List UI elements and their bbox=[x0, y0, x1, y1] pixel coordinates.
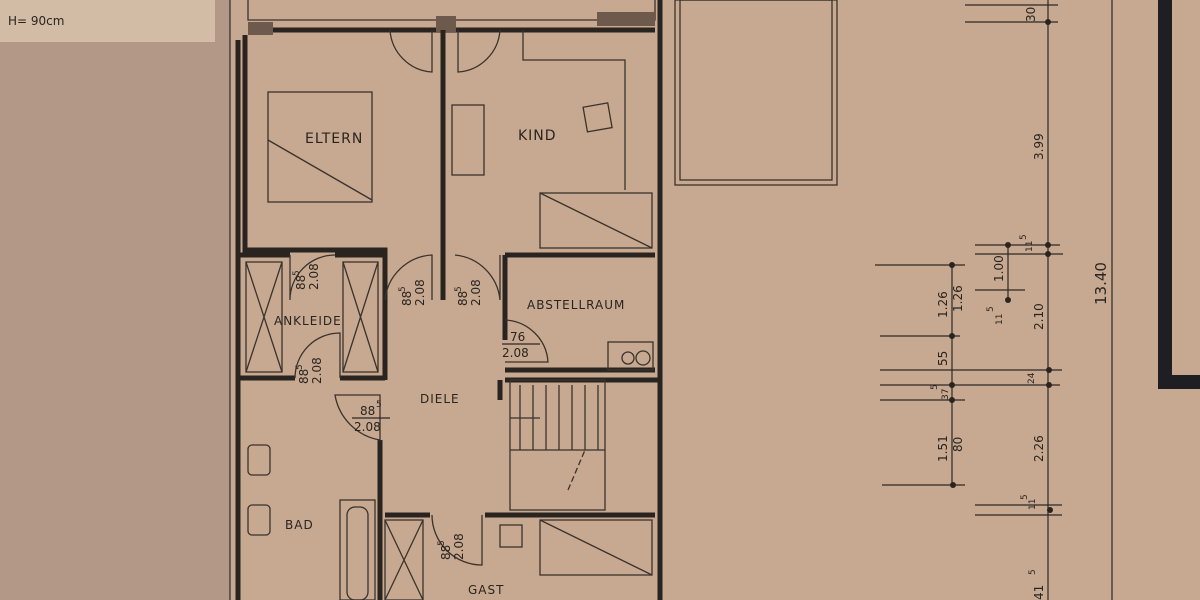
balcony bbox=[674, 0, 838, 186]
svg-text:2.08: 2.08 bbox=[310, 357, 324, 384]
svg-text:88: 88 bbox=[400, 291, 414, 306]
guest-bed bbox=[539, 519, 653, 576]
furniture bbox=[245, 30, 654, 600]
dimension-lines bbox=[875, 0, 1113, 600]
svg-text:30: 30 bbox=[1024, 7, 1038, 22]
svg-text:5: 5 bbox=[292, 270, 302, 276]
svg-text:2.08: 2.08 bbox=[452, 533, 466, 560]
room-label-kind: KIND bbox=[518, 128, 557, 144]
svg-text:2.08: 2.08 bbox=[413, 279, 427, 306]
svg-text:5: 5 bbox=[454, 286, 464, 292]
door-dim-3: 885 2.08 bbox=[454, 279, 483, 306]
svg-text:2.08: 2.08 bbox=[307, 263, 321, 290]
window-left bbox=[248, 22, 273, 35]
svg-text:2.08: 2.08 bbox=[502, 346, 529, 360]
bed bbox=[267, 91, 373, 203]
height-note: H= 90cm bbox=[8, 14, 64, 28]
dimension-labels: 30 3.99 11 5 2.10 24 2.26 11 5 41 5 1.00… bbox=[930, 7, 1110, 600]
svg-text:88: 88 bbox=[439, 545, 453, 560]
room-label-abstellraum: ABSTELLRAUM bbox=[527, 298, 625, 312]
total-dimension: 13.40 bbox=[1092, 262, 1110, 305]
svg-text:1.51: 1.51 bbox=[936, 435, 950, 462]
svg-text:37: 37 bbox=[941, 389, 951, 400]
frame-border bbox=[1158, 0, 1200, 389]
staircase bbox=[509, 379, 606, 511]
door-dim-7: 885 2.08 bbox=[437, 533, 466, 560]
window-mid bbox=[436, 16, 456, 32]
shower bbox=[384, 519, 424, 600]
svg-text:88: 88 bbox=[360, 404, 375, 418]
room-label-bad: BAD bbox=[285, 518, 314, 532]
door-dim-4: 885 2.08 bbox=[295, 357, 324, 384]
svg-text:1.00: 1.00 bbox=[992, 255, 1006, 282]
svg-text:41: 41 bbox=[1032, 585, 1046, 600]
svg-text:5: 5 bbox=[986, 306, 996, 312]
room-label-diele: DIELE bbox=[420, 392, 460, 406]
wardrobe-right bbox=[342, 261, 379, 373]
door-dim-2: 885 2.08 bbox=[398, 279, 427, 306]
svg-text:5: 5 bbox=[1028, 569, 1038, 575]
svg-text:5: 5 bbox=[930, 384, 940, 390]
bathtub bbox=[339, 499, 376, 600]
svg-text:88: 88 bbox=[297, 369, 311, 384]
room-label-gast: GAST bbox=[468, 583, 504, 597]
room-label-ankleide: ANKLEIDE bbox=[274, 314, 342, 328]
svg-text:5: 5 bbox=[1020, 494, 1030, 500]
svg-text:24: 24 bbox=[1027, 372, 1037, 384]
svg-text:5: 5 bbox=[376, 400, 382, 410]
desk bbox=[451, 104, 485, 176]
svg-text:11: 11 bbox=[995, 314, 1005, 325]
svg-text:2.26: 2.26 bbox=[1032, 435, 1046, 462]
svg-text:55: 55 bbox=[936, 351, 950, 366]
svg-text:11: 11 bbox=[1028, 499, 1038, 510]
door-dim-6: 76 2.08 bbox=[502, 330, 540, 360]
window-right bbox=[597, 12, 655, 26]
kid-bed bbox=[539, 192, 653, 249]
svg-text:5: 5 bbox=[398, 286, 408, 292]
svg-text:88: 88 bbox=[456, 291, 470, 306]
wardrobe-left bbox=[245, 261, 283, 373]
room-label-eltern: ELTERN bbox=[305, 131, 363, 147]
svg-text:88: 88 bbox=[294, 275, 308, 290]
svg-text:5: 5 bbox=[295, 364, 305, 370]
toilet bbox=[247, 504, 271, 536]
svg-text:2.08: 2.08 bbox=[469, 279, 483, 306]
sink bbox=[247, 444, 271, 476]
background-left bbox=[0, 0, 230, 600]
washer bbox=[607, 341, 654, 371]
door-swings bbox=[289, 29, 549, 566]
svg-text:3.99: 3.99 bbox=[1032, 133, 1046, 160]
svg-text:80: 80 bbox=[951, 437, 965, 452]
svg-text:2.08: 2.08 bbox=[354, 420, 381, 434]
svg-text:5: 5 bbox=[437, 540, 447, 546]
svg-text:5: 5 bbox=[1019, 234, 1029, 240]
svg-text:2.10: 2.10 bbox=[1032, 303, 1046, 330]
svg-text:11: 11 bbox=[1025, 241, 1035, 252]
note-strip bbox=[0, 0, 215, 42]
svg-text:76: 76 bbox=[510, 330, 525, 344]
svg-text:1.26: 1.26 bbox=[936, 291, 950, 318]
door-dim-1: 885 2.08 bbox=[292, 263, 321, 290]
svg-text:1.26: 1.26 bbox=[951, 285, 965, 312]
